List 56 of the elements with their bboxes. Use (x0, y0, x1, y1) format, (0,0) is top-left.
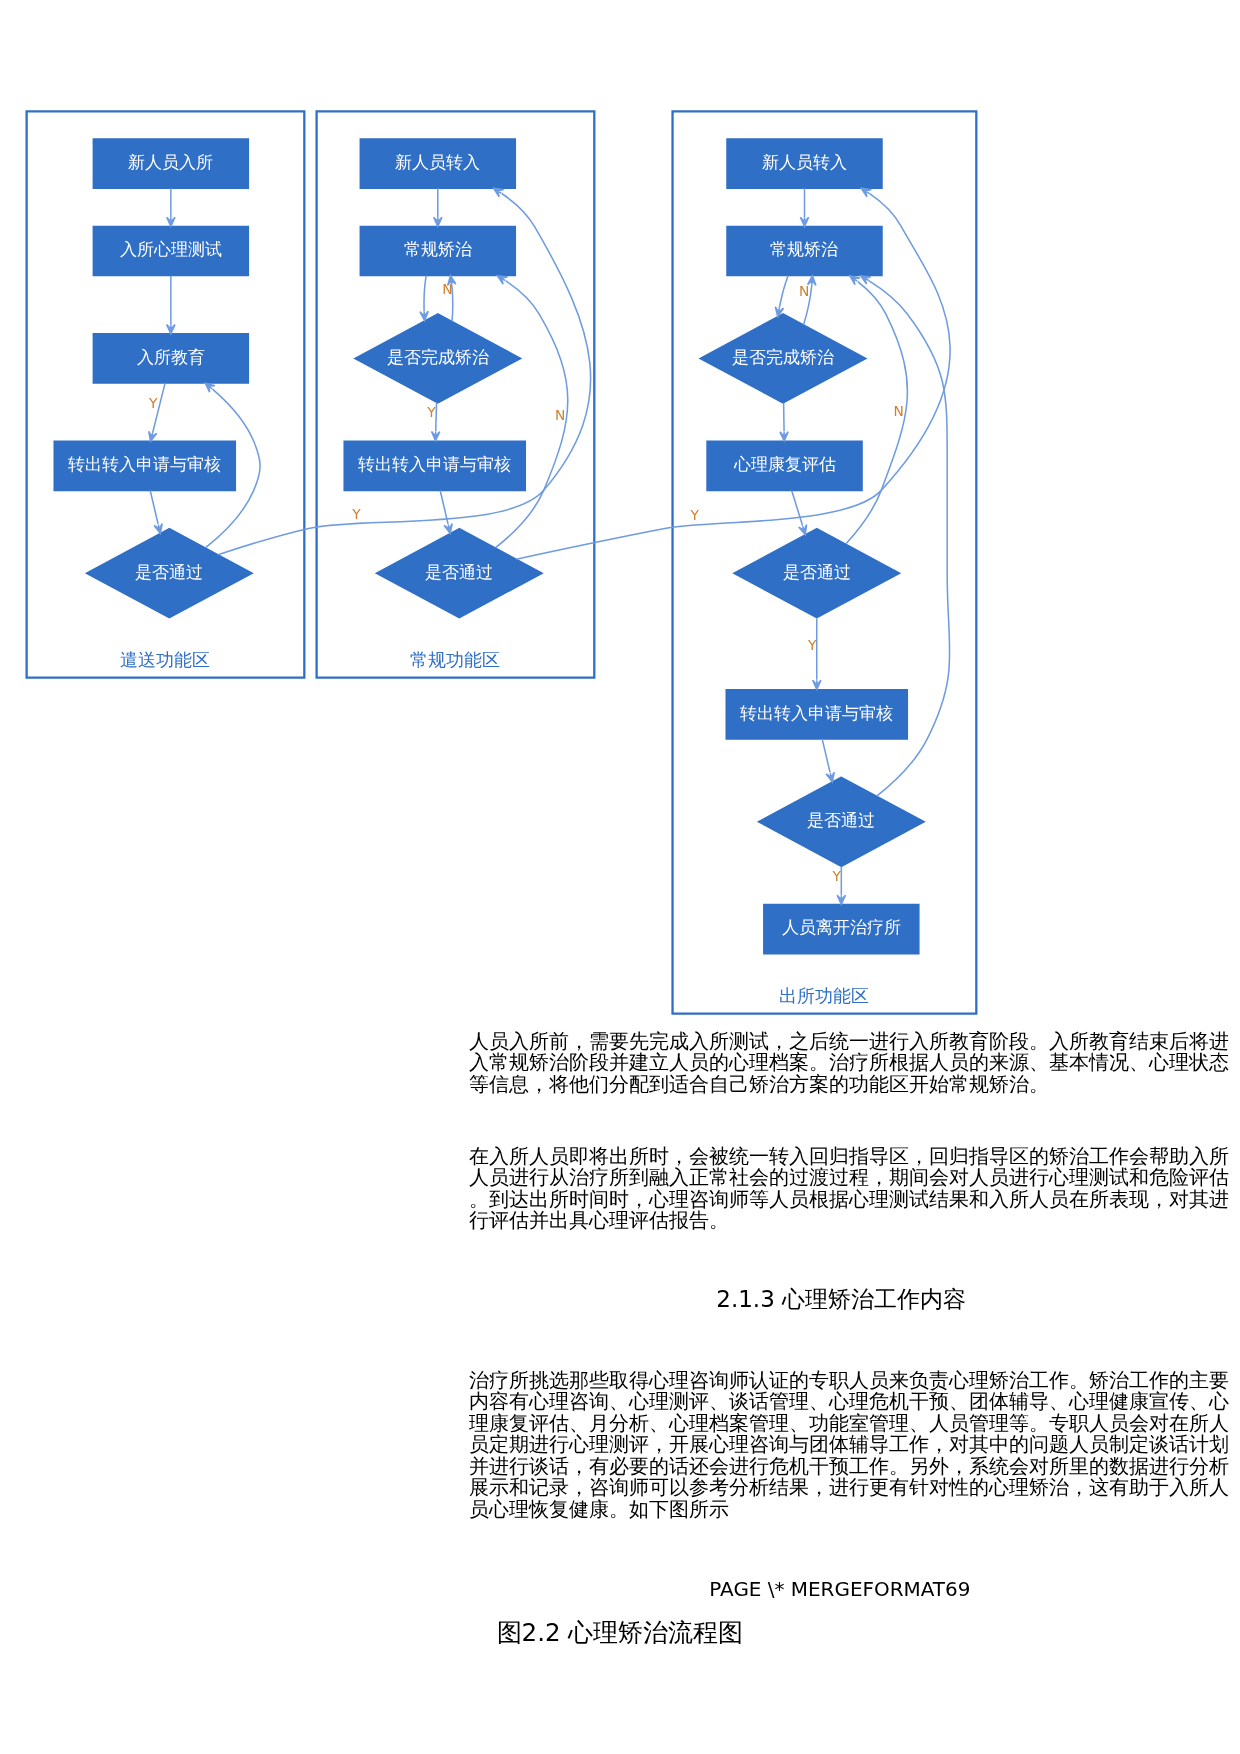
arrow (430, 401, 441, 442)
arrow (515, 187, 951, 560)
edge-label: N (442, 281, 453, 298)
node-box: 新人员入所 (92, 138, 250, 189)
arrow (836, 865, 847, 906)
arrow (217, 187, 592, 556)
node-box: 新人员转入 (726, 138, 883, 189)
node-box: 转出转入申请与审核 (53, 440, 237, 492)
node-box: 入所心理测试 (92, 225, 250, 277)
edge-label: Y (352, 506, 361, 522)
node-diamond: 是否通过 (84, 527, 254, 619)
arrow (845, 275, 909, 545)
arrow (149, 489, 163, 535)
edge-label: N (799, 283, 810, 300)
node-box: 入所教育 (92, 333, 250, 384)
edge-label: Y (832, 868, 841, 885)
arrow (165, 274, 176, 335)
arrow (802, 274, 817, 326)
arrow (494, 275, 569, 549)
label: 治疗所挑选那些取得心理咨询师认证的专职人员来负责心理矫治工作。矫治工作的主要内容有心理咨询、心理测评、谈话管理、心理危机干预、团体辅导、心理健康宣传、心理康复评估、月分析、心理档案管理、功能室管理、人员管理等。专职人员会对在所人员定期进行心理测评，开展心理咨询与团体辅导工作，对其中的问题人员制定谈话计划并进行谈话，有必要的话还会进行危机干预工作。另外，系统会对所里的数据进行分析展示和记录，咨询师可以参考分析结果，进行更有针对性的心理矫治，这有助于入所人员心理恢复健康。如下图所示 (469, 1367, 1230, 1521)
edge-label: Y (807, 636, 817, 653)
edge-label: Y (690, 507, 700, 524)
label: 人员入所前，需要先完成入所测试，之后统一进行入所教育阶段。入所教育结束后将进入常规矫治阶段并建立人员的心理档案。治疗所根据人员的来源、基本情况、心理状态等信息，将他们分配到适合自己矫治方案的功能区开始常规矫治。 (469, 1028, 1230, 1096)
node-diamond: 是否通过 (374, 527, 544, 619)
edge-label: Y (427, 404, 436, 421)
node-box: 人员离开治疗所 (763, 903, 920, 955)
node-box: 转出转入申请与审核 (343, 440, 527, 492)
arrow (165, 187, 176, 228)
arrow (432, 187, 443, 228)
arrow (790, 489, 808, 536)
node-box: 转出转入申请与审核 (725, 689, 909, 740)
edge-label: Y (149, 394, 158, 411)
arrow (859, 275, 951, 797)
node-box: 心理康复评估 (706, 440, 863, 492)
node-diamond: 是否完成矫治 (698, 313, 868, 404)
arrow (148, 382, 166, 442)
node-diamond: 是否通过 (732, 527, 902, 619)
arrow (439, 489, 453, 535)
node-diamond: 是否通过 (756, 776, 926, 868)
edge-label: N (893, 403, 904, 420)
label: PAGE \* MERGEFORMAT69 (709, 1576, 971, 1601)
arrow (204, 382, 261, 549)
label: 2.1.3 心理矫治工作内容 (716, 1286, 967, 1313)
arrow (774, 274, 789, 318)
arrow (821, 738, 835, 783)
arrow (799, 187, 810, 228)
edge-label: N (554, 407, 566, 424)
label: 在入所人员即将出所时，会被统一转入回归指导区，回归指导区的矫治工作会帮助入所人员进行从治疗所到融入正常社会的过渡过程，期间会对人员进行心理测试和危险评估。到达出所时间时，心理咨询师等人员根据心理测试结果和入所人员在所表现，对其进行评估并出具心理评估报告。 (469, 1143, 1230, 1233)
arrow (811, 617, 822, 691)
node-box: 常规矫治 (726, 225, 883, 277)
arrow (419, 274, 429, 322)
node-diamond: 是否完成矫治 (353, 313, 523, 404)
node-box: 新人员转入 (359, 138, 517, 189)
node-box: 常规矫治 (359, 225, 517, 277)
caption: 图2.2 心理矫治流程图 (496, 1617, 744, 1647)
arrow (779, 402, 789, 442)
